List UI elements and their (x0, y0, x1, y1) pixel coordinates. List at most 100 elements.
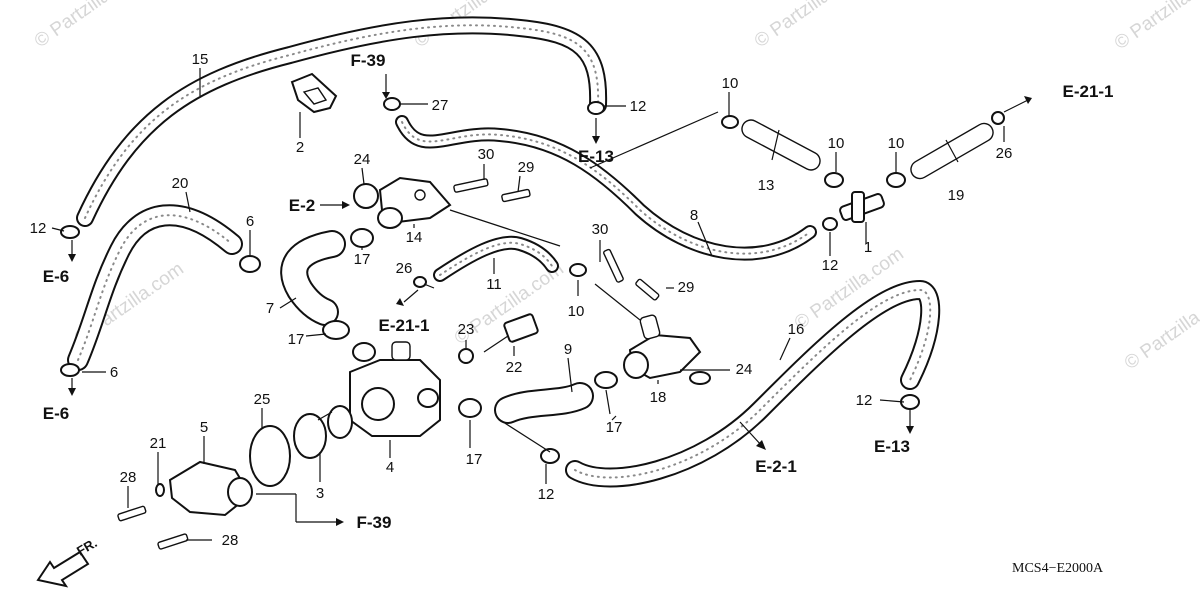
cover-part-5 (168, 460, 253, 517)
clamp-10 (721, 115, 739, 129)
part-number: 10 (722, 75, 739, 92)
clamp-17 (350, 228, 374, 248)
t-joint-part-1 (839, 191, 885, 223)
part-number: 3 (316, 485, 324, 502)
part-number: 4 (386, 459, 394, 476)
part-number: 6 (110, 364, 118, 381)
hose-9 (494, 382, 594, 424)
part-number: 5 (200, 419, 208, 436)
clamp-6 (239, 255, 261, 273)
part-number: 28 (120, 469, 137, 486)
clamp-10 (569, 263, 587, 277)
watermark: © Partzilla.com (1121, 283, 1200, 374)
part-number: 17 (288, 331, 305, 348)
part-number: 7 (266, 300, 274, 317)
hose-8 (395, 115, 817, 261)
clamp-17 (458, 398, 482, 418)
part-number: 12 (822, 257, 839, 274)
ref-e2-1: E-2-1 (755, 457, 797, 476)
front-direction-arrow: FR. (36, 535, 100, 588)
part-number: 6 (246, 213, 254, 230)
clamp-12 (587, 101, 605, 115)
clamp-26 (991, 111, 1005, 125)
part-number: 10 (568, 303, 585, 320)
part-number: 20 (172, 175, 189, 192)
hose-16 (565, 280, 941, 488)
part-number: 17 (466, 451, 483, 468)
reference-arrows (68, 74, 1032, 526)
bolts (117, 178, 660, 550)
clamp-21 (155, 483, 165, 497)
part-number: 14 (406, 229, 423, 246)
clamp-12 (540, 448, 560, 464)
part-number: 12 (630, 98, 647, 115)
bracket-part-2 (290, 72, 338, 114)
part-number: 21 (150, 435, 167, 452)
part-number: 25 (254, 391, 271, 408)
o-ring-part-24-upper (353, 183, 379, 209)
ref-f39-top: F-39 (351, 51, 386, 70)
bolt-30 (603, 248, 624, 283)
watermark: © Partzilla.com (1111, 0, 1200, 54)
part-number: 15 (192, 51, 209, 68)
thermostat-housing-part-4 (349, 341, 441, 437)
part-number: 13 (758, 177, 775, 194)
clamp-10 (824, 172, 844, 188)
part-number: 29 (678, 279, 695, 296)
clamp-12 (60, 225, 80, 239)
hose-13 (741, 119, 821, 171)
sensor-part-22 (483, 313, 539, 353)
bolt-28 (157, 533, 189, 550)
part-number: 17 (606, 419, 623, 436)
gasket-part-25 (249, 425, 291, 487)
part-number: 12 (856, 392, 873, 409)
part-number: 19 (948, 187, 965, 204)
watermark: © Partzilla.com (31, 0, 148, 52)
part-number: 30 (478, 146, 495, 163)
part-number: 28 (222, 532, 239, 549)
bolt-30 (453, 178, 489, 193)
part-number: 18 (650, 389, 667, 406)
part-number: 2 (296, 139, 304, 156)
bolt-29 (501, 188, 531, 203)
part-number: 17 (354, 251, 371, 268)
clamp-17 (322, 320, 350, 340)
part-number: 10 (828, 135, 845, 152)
ref-e21-1-top: E-21-1 (1062, 82, 1113, 101)
hose-20 (67, 204, 243, 371)
part-number: 27 (432, 97, 449, 114)
o-ring-part-24-lower (689, 371, 711, 385)
part-number: 29 (518, 159, 535, 176)
part-numbers: 15 2 20 12 6 6 7 24 17 27 14 30 29 12 10… (30, 51, 1013, 549)
hose-7 (280, 230, 346, 326)
part-number: 12 (538, 486, 555, 503)
hose-19 (910, 122, 994, 180)
watermark: © Partzilla.com (751, 0, 868, 52)
ref-e6-top: E-6 (43, 267, 69, 286)
part-number: 24 (736, 361, 753, 378)
bolt-29 (635, 278, 660, 301)
part-number: 26 (996, 145, 1013, 162)
clamp-12 (822, 217, 838, 231)
part-number: 1 (864, 239, 872, 256)
diagram-code: MCS4−E2000A (1012, 561, 1104, 576)
clamps (60, 97, 1005, 497)
thermostat-part-3 (293, 405, 353, 459)
hose-15 (76, 16, 608, 227)
leader-lines (51, 68, 1005, 541)
clamp-17 (594, 371, 618, 389)
fitting-part-14 (377, 176, 452, 229)
clamp-10 (886, 172, 906, 188)
part-number: 24 (354, 151, 371, 168)
part-number: 30 (592, 221, 609, 238)
ref-e13-top: E-13 (578, 147, 614, 166)
part-number: 10 (888, 135, 905, 152)
part-number: 9 (564, 341, 572, 358)
part-number: 22 (506, 359, 523, 376)
ref-e13-right: E-13 (874, 437, 910, 456)
ref-e21-1-mid: E-21-1 (378, 316, 429, 335)
part-number: 8 (690, 207, 698, 224)
part-number: 26 (396, 260, 413, 277)
part-number: 23 (458, 321, 475, 338)
